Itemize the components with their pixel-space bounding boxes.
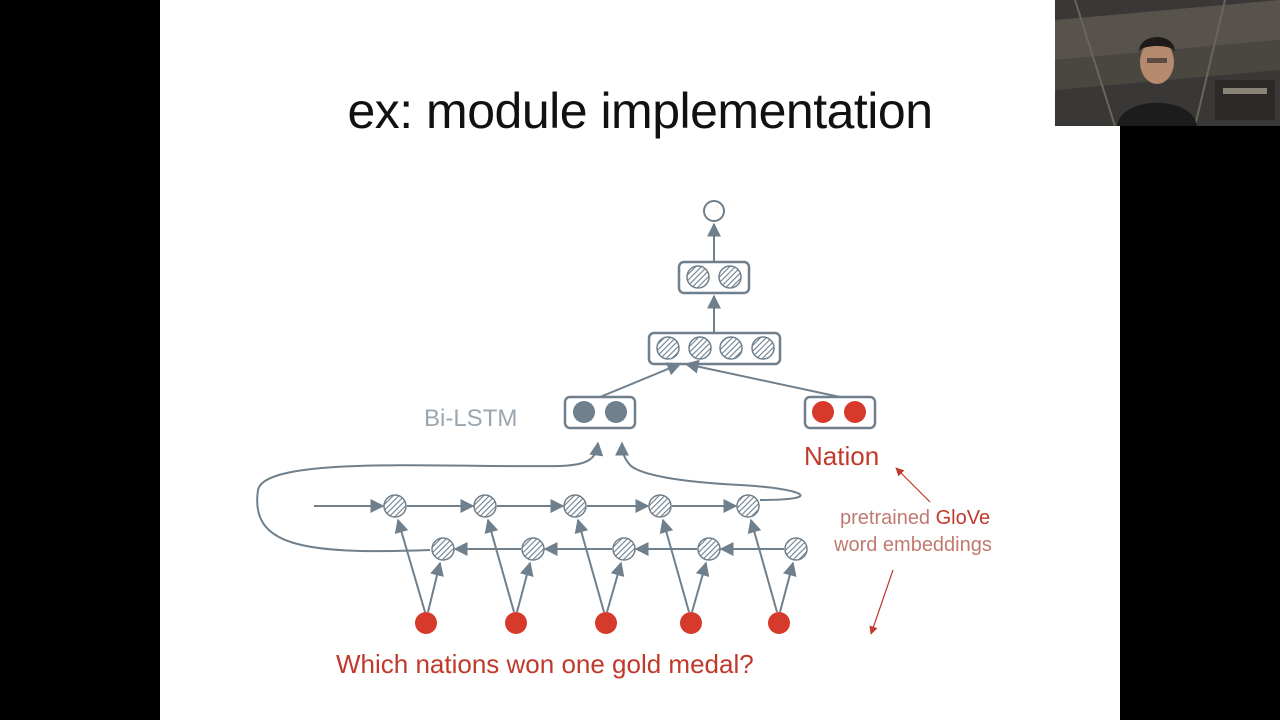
nation-unit [812,401,834,423]
bilstm-unit [573,401,595,423]
hidden-layer-4 [647,331,782,366]
forward-lstm-cell [563,494,587,518]
hidden2-unit [718,265,742,289]
presenter-webcam [1055,0,1280,126]
nation-label: Nation [804,441,879,471]
word-to-forward-arrow [659,518,690,613]
word-to-backward-arrow [516,561,534,613]
word-to-forward-arrow [747,518,778,613]
slide-title: ex: module implementation [347,83,933,139]
annotation-prefix: pretrained [840,507,936,529]
output-node [703,200,725,222]
word-embedding-node [415,612,437,634]
hidden4-unit [656,336,680,360]
annotation-arrow-to-nation [895,467,931,503]
backward-lstm-cell [431,537,455,561]
arrow-bilstm-to-hidden4 [599,362,682,398]
arrow-nation-to-hidden4 [684,359,841,398]
annotation-line-2: word embeddings [833,534,992,556]
word-to-backward-arrow [606,561,625,613]
hidden4-unit [688,336,712,360]
nation-unit [844,401,866,423]
question-text: Which nations won one gold medal? [336,649,754,679]
forward-lstm-cell [736,494,760,518]
word-embedding-node [505,612,527,634]
slide: ex: module implementation [160,0,1120,720]
annotation-glove: GloVe [936,507,990,529]
word-to-backward-arrow [427,561,444,613]
word-embedding-node [595,612,617,634]
word-to-forward-arrow [574,518,605,613]
hidden4-unit [751,336,775,360]
hidden4-unit [719,336,743,360]
word-to-forward-arrow [484,518,515,613]
webcam-scene-icon [1055,0,1280,126]
hidden2-unit [686,265,710,289]
word-to-backward-arrow [779,561,797,613]
backward-lstm-cell [697,537,721,561]
forward-final-arrow [615,441,802,501]
backward-lstm-cell [521,537,545,561]
forward-lstm-cell [648,494,672,518]
bilstm-label: Bi-LSTM [424,405,517,432]
backward-lstm-cell [784,537,808,561]
bilstm-unit [605,401,627,423]
forward-lstm-cell [383,494,407,518]
word-embedding-node [768,612,790,634]
word-embedding-node [680,612,702,634]
forward-lstm-cell [473,494,497,518]
backward-lstm-cell [612,537,636,561]
annotation-arrow-to-words [869,569,894,635]
backward-final-arrow [256,441,604,553]
word-to-backward-arrow [691,561,710,613]
word-to-forward-arrow [394,518,426,613]
annotation-line-1: pretrained GloVe [840,507,990,529]
